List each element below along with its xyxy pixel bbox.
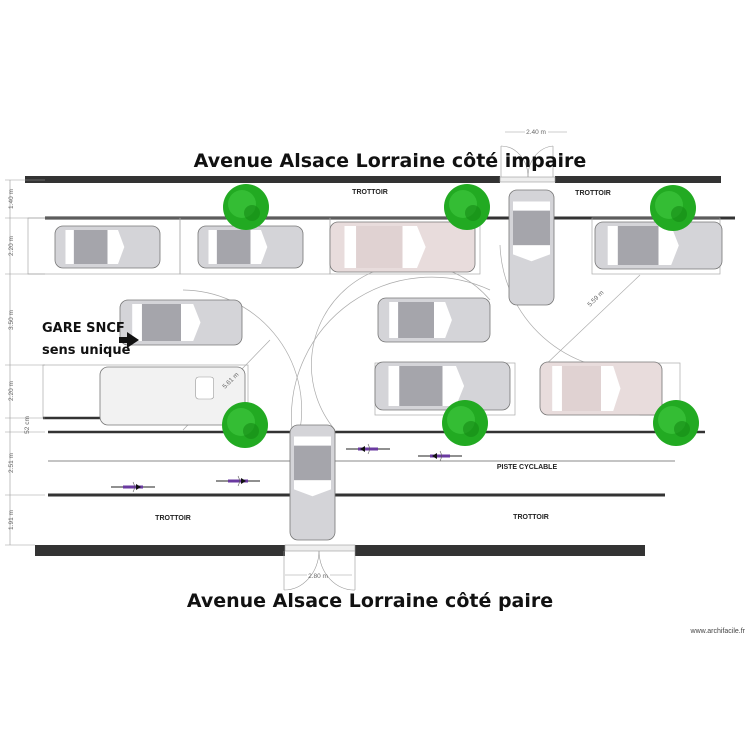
title-top: Avenue Alsace Lorraine côté impaire xyxy=(194,150,587,172)
bicycle-icon xyxy=(346,443,390,455)
dim-diag-right: 5.59 m xyxy=(586,289,605,308)
dim-1: 1.40 m xyxy=(8,189,15,209)
label-sens-unique: sens unique xyxy=(42,343,131,358)
van xyxy=(99,366,246,426)
car xyxy=(508,189,555,306)
tree-icon xyxy=(444,184,490,230)
car xyxy=(289,424,336,541)
dim-6: 2.51 m xyxy=(8,453,15,473)
top-wall-right xyxy=(555,176,721,183)
bicycle-icon xyxy=(216,475,260,487)
direction-arrow-icon xyxy=(119,332,139,348)
label-piste-cyclable: PISTE CYCLABLE xyxy=(497,464,558,471)
bottom-door[interactable] xyxy=(283,550,356,591)
car xyxy=(594,221,723,270)
bicycle-icon xyxy=(418,450,462,462)
vehicles xyxy=(54,189,723,541)
top-wall-left xyxy=(25,176,500,183)
bottom-wall-left xyxy=(35,545,285,556)
trees xyxy=(222,184,699,448)
top-door-threshold xyxy=(499,176,556,183)
watermark: www.archifacile.fr xyxy=(690,628,746,635)
label-gare-sncf: GARE SNCF xyxy=(42,321,125,336)
title-bottom: Avenue Alsace Lorraine côté paire xyxy=(187,590,553,612)
dim-7: 1.91 m xyxy=(8,510,15,530)
dim-4: 2.20 m xyxy=(8,381,15,401)
label-trottoir: TROTTOIR xyxy=(513,514,549,521)
car xyxy=(54,225,161,269)
tree-icon xyxy=(650,185,696,231)
dim-5: 52 cm xyxy=(24,416,31,434)
bottom-door-threshold xyxy=(284,544,356,552)
bicycles xyxy=(111,443,462,493)
car xyxy=(119,299,243,346)
dim-door-top: 2.40 m xyxy=(526,129,546,136)
dimension-lines xyxy=(5,131,567,576)
bottom-wall-right xyxy=(355,545,645,556)
bicycle-icon xyxy=(111,481,155,493)
car xyxy=(329,221,476,273)
tree-icon xyxy=(442,400,488,446)
street-structure xyxy=(25,145,735,591)
car xyxy=(539,361,663,416)
car xyxy=(374,361,511,411)
label-trottoir: TROTTOIR xyxy=(155,515,191,522)
dim-3: 3.50 m xyxy=(8,310,15,330)
car xyxy=(377,297,491,343)
label-trottoir: TROTTOIR xyxy=(575,190,611,197)
car xyxy=(197,225,304,269)
tree-icon xyxy=(223,184,269,230)
tree-icon xyxy=(653,400,699,446)
tree-icon xyxy=(222,402,268,448)
top-door[interactable] xyxy=(500,145,554,178)
label-trottoir: TROTTOIR xyxy=(352,189,388,196)
dim-2: 2.20 m xyxy=(8,236,15,256)
dim-door-bottom: 2.80 m xyxy=(308,573,328,580)
